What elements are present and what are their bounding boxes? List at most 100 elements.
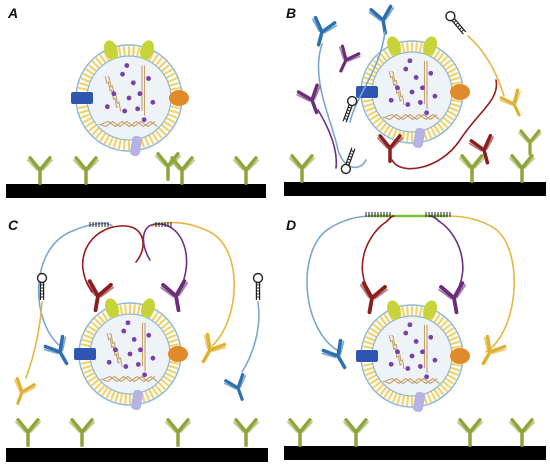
lipid-tick — [165, 372, 175, 379]
lipid-tick — [448, 370, 459, 376]
dna-helix — [106, 333, 120, 364]
cargo-particle — [137, 91, 143, 97]
lipid-tick — [82, 338, 92, 344]
blue-detection-antibody-icon — [222, 372, 255, 405]
capture-antibody-icon — [68, 418, 96, 447]
lipid-tick — [362, 345, 373, 350]
lipid-tick — [448, 336, 459, 342]
lipid-tick — [450, 340, 460, 346]
linker-strand-yellow — [447, 215, 516, 353]
lipid-tick — [401, 395, 406, 406]
lipid-tick — [132, 304, 136, 315]
lipid-tick — [124, 393, 128, 404]
cargo-particle — [126, 95, 132, 101]
lipid-tick — [439, 383, 448, 392]
lipid-bilayer — [76, 45, 182, 151]
lipid-tick — [451, 345, 462, 350]
dna-helix — [100, 120, 158, 128]
lipid-tick — [447, 67, 457, 74]
lipid-tick — [401, 42, 406, 53]
red-detection-antibody-icon — [354, 280, 390, 317]
lipid-tick — [168, 338, 178, 344]
lipid-tick — [110, 390, 116, 401]
lipid-tick — [367, 110, 377, 117]
lipid-tick — [396, 394, 402, 404]
cargo-particle — [135, 362, 141, 367]
lipid-tick — [160, 378, 169, 387]
extracellular-vesicle — [360, 40, 464, 144]
purple-detection-antibody-icon — [436, 280, 472, 317]
lipid-tick — [383, 314, 391, 324]
lipid-tick — [170, 105, 181, 110]
lipid-tick — [414, 42, 418, 53]
lipid-tick — [387, 391, 394, 401]
lipid-tick — [447, 374, 457, 381]
dna-helix — [388, 335, 402, 366]
hairpin-probe-icon — [252, 272, 264, 301]
lipid-tick — [79, 109, 89, 114]
surface-marker-lilac — [412, 391, 426, 413]
lipid-tick — [122, 139, 126, 150]
lipid-tick — [373, 116, 382, 125]
cargo-particle — [124, 63, 130, 68]
lipid-tick — [364, 340, 374, 346]
cargo-particle — [131, 337, 137, 342]
lipid-tick — [85, 120, 95, 128]
lipid-tick — [108, 136, 114, 147]
lipid-tick — [136, 304, 141, 315]
lipid-tick — [148, 134, 155, 145]
lipid-tick — [103, 134, 110, 145]
lipid-tick — [148, 51, 155, 62]
cargo-particle — [138, 347, 143, 353]
lipid-tick — [444, 327, 454, 335]
panel-label: B — [286, 5, 296, 21]
lipid-tick — [430, 127, 437, 137]
lipid-tick — [168, 364, 178, 370]
capture-antibody-icon — [288, 154, 316, 183]
lipid-tick — [167, 113, 178, 119]
linker-strand-yellow — [151, 221, 235, 347]
dna-helix — [385, 377, 440, 385]
lipid-tick — [166, 334, 177, 340]
lipid-tick — [444, 113, 454, 121]
lipid-tick — [401, 306, 406, 317]
lipid-tick — [94, 381, 103, 390]
capture-antibody-icon — [232, 156, 260, 185]
lipid-tick — [165, 117, 176, 124]
panel-c — [5, 221, 268, 462]
cargo-particle — [388, 97, 394, 103]
capture-antibody-icon — [164, 418, 192, 447]
cargo-particle — [413, 339, 419, 344]
lipid-tick — [154, 315, 163, 324]
cargo-particle — [125, 320, 131, 326]
lipid-tick — [365, 336, 376, 342]
dna-helix — [103, 375, 158, 383]
hairpin-probe-icon — [443, 9, 469, 37]
surface-marker-blue — [356, 350, 378, 362]
red-detection-antibody-icon — [467, 133, 501, 168]
lipid-tick — [447, 110, 457, 117]
lipid-tick — [136, 46, 141, 57]
lipid-tick — [80, 343, 91, 348]
lipid-tick — [367, 331, 377, 338]
lipid-tick — [122, 46, 126, 57]
lipid-tick — [433, 388, 441, 398]
lipid-tick — [442, 59, 451, 68]
capture-antibody-icon — [508, 418, 536, 447]
lipid-tick — [119, 304, 124, 315]
cargo-particle — [417, 364, 423, 369]
lipid-tick — [151, 132, 159, 142]
lipid-tick — [401, 131, 406, 142]
capture-surface — [6, 448, 268, 462]
cargo-particle — [420, 85, 425, 91]
lipid-tick — [383, 50, 391, 60]
lipid-tick — [448, 106, 459, 112]
lipid-tick — [430, 391, 437, 401]
surface-marker-green — [386, 300, 402, 320]
capture-antibody-icon — [286, 418, 314, 447]
surface-marker-green — [422, 300, 438, 320]
purple-detection-antibody-icon — [158, 278, 194, 315]
cargo-particle — [121, 328, 127, 334]
lipid-tick — [82, 72, 93, 79]
panel-label: A — [7, 5, 18, 21]
